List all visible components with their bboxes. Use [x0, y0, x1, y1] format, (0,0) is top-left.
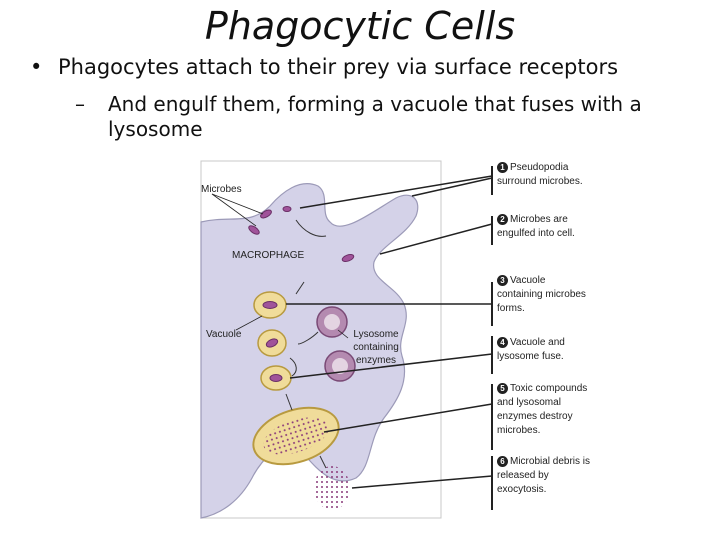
leader-line [411, 177, 493, 197]
step-text: Pseudopodia surround microbes. [497, 162, 583, 187]
flow-arrow [289, 357, 297, 377]
bullet-level1-text: Phagocytes attach to their prey via surf… [58, 55, 619, 79]
macrophage-label: MACROPHAGE [232, 250, 305, 261]
step-number: 4 [497, 336, 508, 348]
step-text: Vacuole and lysosome fuse. [497, 337, 565, 362]
step-number: 6 [497, 455, 508, 467]
vacuole-label: Vacuole [206, 329, 242, 340]
bullet-level2: – And engulf them, forming a vacuole tha… [75, 92, 675, 142]
step-number: 5 [497, 382, 508, 394]
microbe [260, 209, 272, 219]
flow-arrow [285, 393, 293, 411]
microbes-label: Microbes [201, 184, 242, 195]
slide-title: Phagocytic Cells [204, 4, 516, 48]
bullet-level1: • Phagocytes attach to their prey via sur… [30, 55, 618, 79]
leader-line [351, 475, 493, 489]
microbe [269, 374, 283, 382]
leader-line [299, 175, 493, 209]
bullet-level2-text: And engulf them, forming a vacuole that … [108, 92, 642, 141]
pointer-line [211, 193, 257, 227]
pointer-line [235, 315, 263, 331]
flow-arrow [295, 219, 327, 237]
pointer-line [211, 193, 264, 215]
microbe [248, 225, 260, 235]
flow-arrow [319, 455, 327, 469]
bullet-dot: • [30, 55, 43, 79]
flow-arrow [295, 281, 305, 295]
lysosome-label: Lysosome containing enzymes [353, 329, 399, 366]
step-text: Microbial debris is released by exocytos… [497, 456, 591, 495]
step-number: 2 [497, 213, 508, 225]
flow-arrow [297, 331, 319, 345]
leader-line [323, 403, 493, 433]
step-number: 1 [497, 161, 508, 173]
released-debris [314, 466, 350, 510]
microbe [265, 338, 279, 348]
leader-line [289, 353, 493, 379]
leader-line [379, 223, 493, 255]
lysosome-core [324, 314, 340, 330]
pointer-line [337, 329, 349, 339]
step-number: 3 [497, 274, 508, 286]
step-text: Toxic compounds and lysosomal enzymes de… [497, 383, 588, 436]
microbial-debris [263, 417, 329, 455]
lysosome-core [332, 358, 348, 374]
bullet-dash: – [75, 92, 85, 116]
step-text: Microbes are engulfed into cell. [497, 214, 575, 239]
microbe [282, 206, 292, 212]
step-text: Vacuole containing microbes forms. [497, 275, 586, 314]
microbe [262, 301, 278, 309]
microbe [341, 254, 355, 262]
